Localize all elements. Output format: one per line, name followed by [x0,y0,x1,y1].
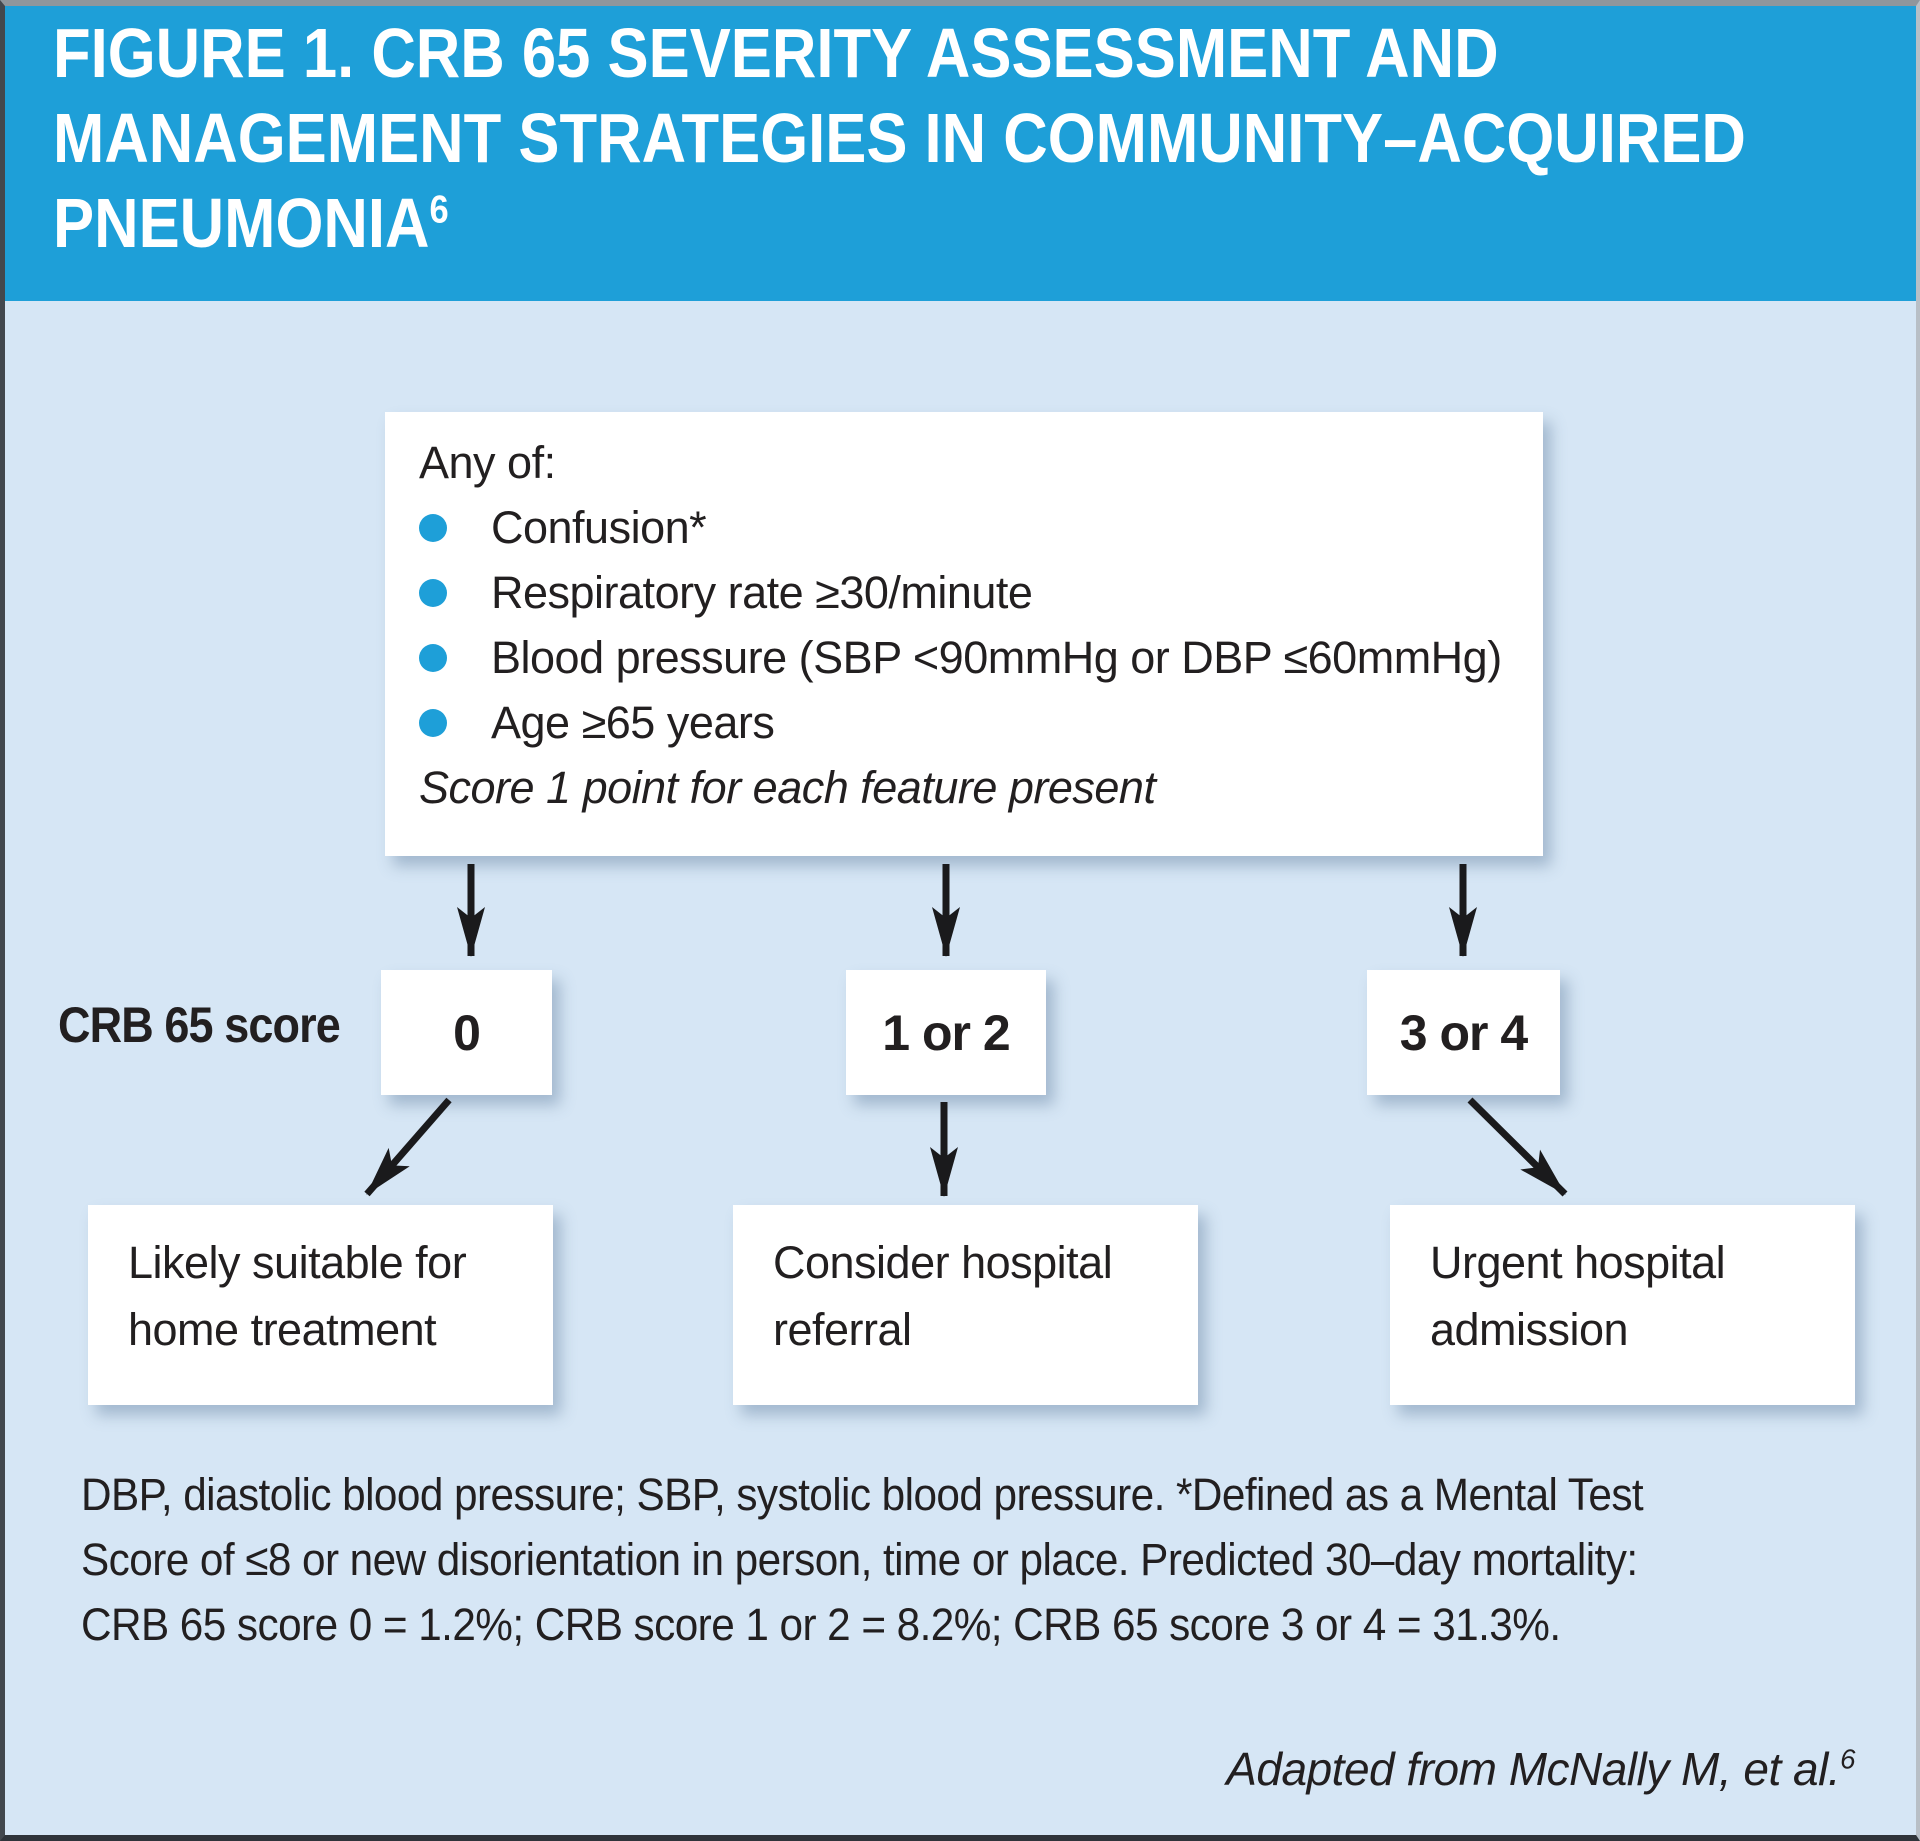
criteria-item-label: Respiratory rate ≥30/minute [491,567,1033,618]
arrow-score-to-outcome-0 [364,1097,452,1197]
score-box-1-or-2: 1 or 2 [846,970,1046,1095]
outcome-line: admission [1430,1304,1629,1355]
criteria-item-respiratory-rate: Respiratory rate ≥30/minute [419,560,1519,625]
criteria-item-label: Confusion* [491,502,707,553]
outcome-line: Consider hospital [773,1237,1113,1288]
criteria-item-label: Age ≥65 years [491,697,775,748]
outcome-line: referral [773,1304,912,1355]
title-line-2: MANAGEMENT STRATEGIES IN COMMUNITY–ACQUI… [53,99,1746,177]
score-box-3-or-4: 3 or 4 [1367,970,1560,1095]
attribution-text: Adapted from McNally M, et al. [1226,1743,1841,1795]
title-superscript: 6 [429,188,449,232]
footnote: DBP, diastolic blood pressure; SBP, syst… [81,1462,1644,1657]
attribution-superscript: 6 [1840,1743,1855,1775]
criteria-item-blood-pressure: Blood pressure (SBP <90mmHg or DBP ≤60mm… [419,625,1519,690]
outcome-box-hospital-admission: Urgent hospital admission [1390,1205,1855,1405]
bullet-icon [419,643,447,672]
score-row-label: CRB 65 score [58,997,341,1053]
arrow-score-to-outcome-2 [1467,1097,1568,1197]
criteria-item-confusion: Confusion* [419,495,1519,560]
outcome-line: Likely suitable for [128,1237,467,1288]
attribution: Adapted from McNally M, et al.6 [1226,1742,1855,1796]
bullet-icon [419,513,447,542]
criteria-box: Any of: Confusion* Respiratory rate ≥30/… [385,412,1543,856]
title-line-3-text: PNEUMONIA [53,184,430,262]
footnote-line-1: DBP, diastolic blood pressure; SBP, syst… [81,1469,1644,1520]
score-box-0: 0 [381,970,552,1095]
title-line-3: PNEUMONIA6 [53,181,1746,266]
outcome-box-hospital-referral: Consider hospital referral [733,1205,1198,1405]
criteria-note: Score 1 point for each feature present [419,762,1156,813]
figure-title: FIGURE 1. CRB 65 SEVERITY ASSESSMENT AND… [53,11,1746,266]
bullet-icon [419,578,447,607]
outcome-box-home-treatment: Likely suitable for home treatment [88,1205,553,1405]
footnote-line-2: Score of ≤8 or new disorientation in per… [81,1534,1638,1585]
footnote-line-3: CRB 65 score 0 = 1.2%; CRB score 1 or 2 … [81,1599,1561,1650]
criteria-heading: Any of: [419,437,556,488]
figure-header: FIGURE 1. CRB 65 SEVERITY ASSESSMENT AND… [0,0,1920,301]
outcome-line: Urgent hospital [1430,1237,1726,1288]
criteria-item-label: Blood pressure (SBP <90mmHg or DBP ≤60mm… [491,632,1502,683]
title-line-1: FIGURE 1. CRB 65 SEVERITY ASSESSMENT AND [53,14,1499,92]
bullet-icon [419,708,447,737]
criteria-item-age: Age ≥65 years [419,690,1519,755]
outcome-line: home treatment [128,1304,437,1355]
